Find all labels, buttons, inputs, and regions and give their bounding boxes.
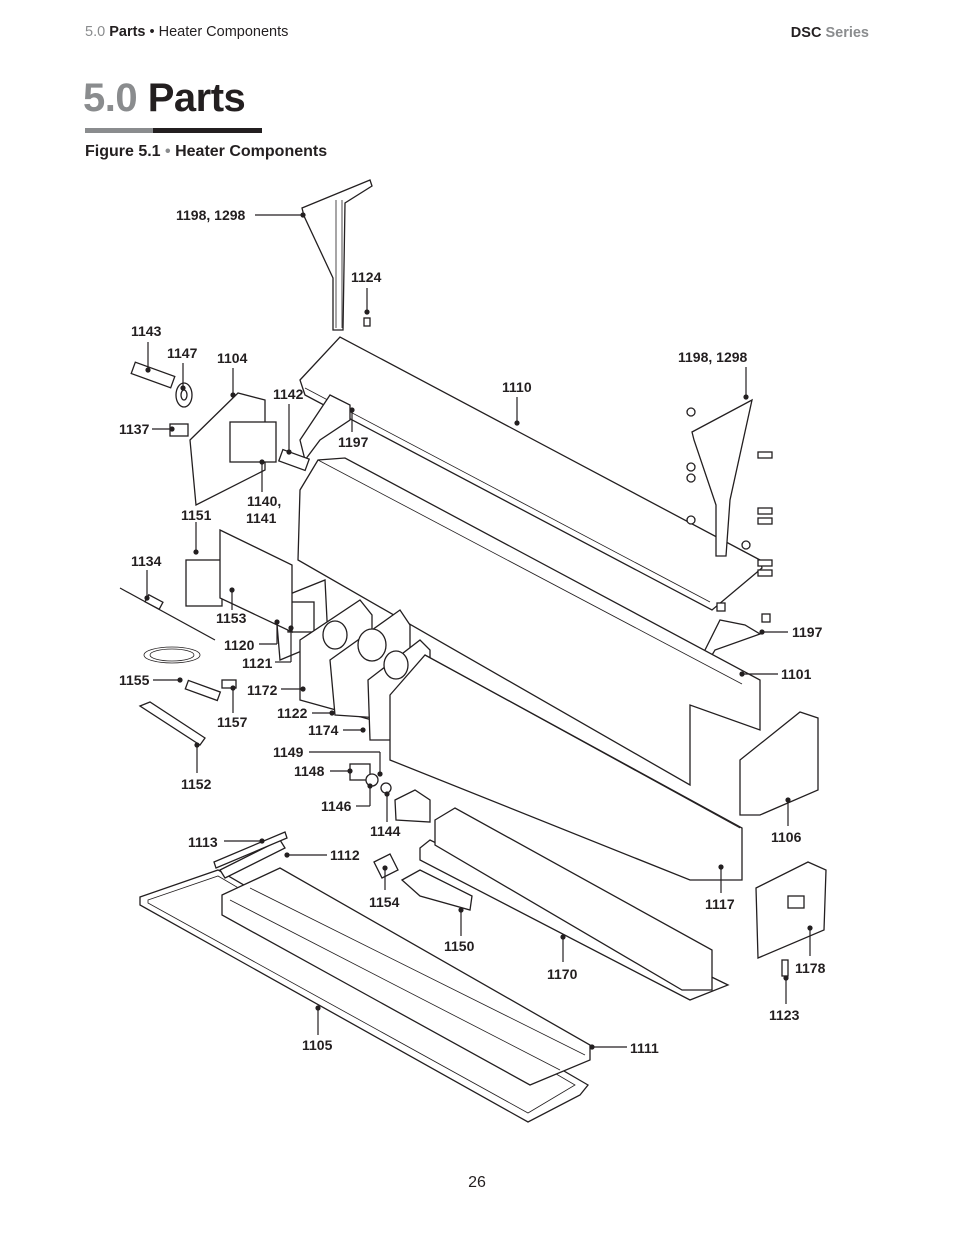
header-bullet: • xyxy=(149,24,155,40)
callout-1147: 1147 xyxy=(167,345,198,361)
callout-1197-left: 1197 xyxy=(338,434,369,450)
callout-1152: 1152 xyxy=(181,776,212,792)
title-rule-black xyxy=(153,128,262,133)
running-header: 5.0 Parts • Heater Components xyxy=(85,24,288,40)
callout-1104: 1104 xyxy=(217,350,248,366)
callout-1120: 1120 xyxy=(224,637,255,653)
mounting-plate-1153 xyxy=(219,528,293,634)
callout-1110: 1110 xyxy=(502,379,532,395)
main-heater-body xyxy=(297,457,761,787)
callout-1106: 1106 xyxy=(771,829,802,845)
hardware-bolts-right xyxy=(686,407,773,623)
callout-1148: 1148 xyxy=(294,763,325,779)
callout-1121: 1121 xyxy=(242,655,273,671)
callout-1150: 1150 xyxy=(444,938,475,954)
callout-1141: 1141 xyxy=(246,510,277,526)
top-reflector-shield xyxy=(299,336,763,611)
callout-1178: 1178 xyxy=(795,960,826,976)
callout-1174: 1174 xyxy=(308,722,339,738)
callout-1113: 1113 xyxy=(188,834,218,850)
callout-1154: 1154 xyxy=(369,894,400,910)
orifice-holder-1144 xyxy=(380,782,392,794)
screen-mesh-1111 xyxy=(221,867,591,1086)
callout-1197-right: 1197 xyxy=(792,624,823,640)
callout-1151: 1151 xyxy=(181,507,212,523)
header-section-name: Parts xyxy=(109,24,146,40)
title-text: Parts xyxy=(147,76,246,120)
clip-1157 xyxy=(221,679,237,689)
screw-1123 xyxy=(781,959,789,977)
thermocouple-1155 xyxy=(143,646,222,702)
right-end-cover-1106 xyxy=(739,711,819,816)
right-end-plate-1178 xyxy=(755,861,827,959)
callout-1140: 1140, xyxy=(247,493,281,509)
screw-1124 xyxy=(363,317,371,327)
hanger-bracket-top xyxy=(301,179,373,331)
ignition-module-1151 xyxy=(185,559,223,607)
callout-1157: 1157 xyxy=(217,714,248,730)
callout-1134: 1134 xyxy=(131,553,162,569)
callout-1137: 1137 xyxy=(119,421,150,437)
callout-1143: 1143 xyxy=(131,323,162,339)
spring-1152 xyxy=(138,701,206,746)
callout-labels: 1198, 1298 1124 1143 1147 1104 1142 1137… xyxy=(119,207,826,1056)
title-number: 5.0 xyxy=(83,76,138,120)
callout-1153: 1153 xyxy=(216,610,247,626)
callout-1198-1298-right: 1198, 1298 xyxy=(678,349,748,365)
series-word: Series xyxy=(825,25,869,41)
washer-1147 xyxy=(175,382,193,408)
figure-caption: Figure 5.1 • Heater Components xyxy=(85,143,327,161)
page-number: 26 xyxy=(468,1174,486,1191)
callout-1124: 1124 xyxy=(351,269,382,285)
figure-name: Heater Components xyxy=(175,143,328,160)
callout-1123: 1123 xyxy=(769,1007,800,1023)
bracket-1149 xyxy=(394,789,431,823)
header-section-number: 5.0 xyxy=(85,24,106,40)
callout-1142: 1142 xyxy=(273,386,304,402)
page-title: 5.0 Parts xyxy=(83,76,246,121)
callout-1155: 1155 xyxy=(119,672,150,688)
callout-1101: 1101 xyxy=(781,666,812,682)
perforated-emitter xyxy=(389,654,743,881)
series-label: DSC Series xyxy=(791,25,869,41)
base-frame-1105 xyxy=(139,869,589,1123)
leader-lines xyxy=(144,212,813,1050)
callout-1122: 1122 xyxy=(277,705,308,721)
callout-1112: 1112 xyxy=(330,847,360,863)
nipple-1142 xyxy=(277,448,311,472)
figure-bullet: • xyxy=(165,143,171,160)
nipple-1143 xyxy=(130,361,176,389)
callout-1149: 1149 xyxy=(273,744,304,760)
callout-1144: 1144 xyxy=(370,823,401,839)
callout-1172: 1172 xyxy=(247,682,278,698)
callout-1117: 1117 xyxy=(705,896,735,912)
callout-1198-1298-top: 1198, 1298 xyxy=(176,207,246,223)
callout-1111: 1111 xyxy=(630,1040,659,1056)
burner-bracket-1150 xyxy=(400,869,473,911)
gasket-1146 xyxy=(365,773,379,787)
burner-box-1170 xyxy=(419,807,730,1001)
hanger-bracket-right xyxy=(691,398,753,557)
callout-1146: 1146 xyxy=(321,798,352,814)
title-rule-grey xyxy=(85,128,153,133)
callout-1170: 1170 xyxy=(547,966,578,982)
header-subsection: Heater Components xyxy=(158,24,289,40)
figure-label: Figure 5.1 xyxy=(85,143,161,160)
callout-1105: 1105 xyxy=(302,1037,333,1053)
gas-valve-1140 xyxy=(229,421,277,463)
series-code: DSC xyxy=(790,25,822,41)
